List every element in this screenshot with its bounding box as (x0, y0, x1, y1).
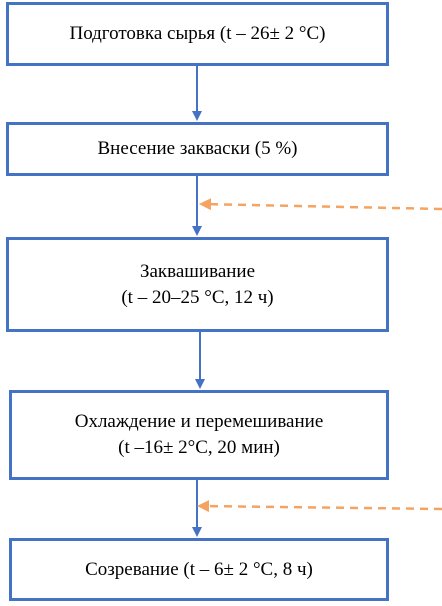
step-label: Внесение закваски (5 %) (97, 138, 298, 159)
step-maturation: Созревание (t – 6± 2 °С, 8 ч) (9, 538, 389, 601)
input-arrow (199, 198, 442, 211)
step-label: Созревание (t – 6± 2 °С, 8 ч) (85, 558, 313, 580)
step-conditions: (t – 20–25 °С, 12 ч) (121, 286, 274, 308)
step-fermentation: Заквашивание (t – 20–25 °С, 12 ч) (6, 237, 389, 332)
step-label: Заквашивание (139, 260, 256, 282)
step-label: Охлаждение и перемешивание (74, 411, 324, 432)
step-starter-addition: Внесение закваски (5 %) (6, 122, 389, 176)
input-arrow (197, 500, 442, 513)
step-cooling-mixing: Охлаждение и перемешивание (t –16± 2°С, … (9, 390, 389, 480)
step-label: Подготовка сырья (t – 26± 2 °С) (69, 23, 326, 44)
step-raw-material-preparation: Подготовка сырья (t – 26± 2 °С) (6, 2, 389, 66)
step-conditions: (t –16± 2°С, 20 мин) (118, 437, 280, 458)
